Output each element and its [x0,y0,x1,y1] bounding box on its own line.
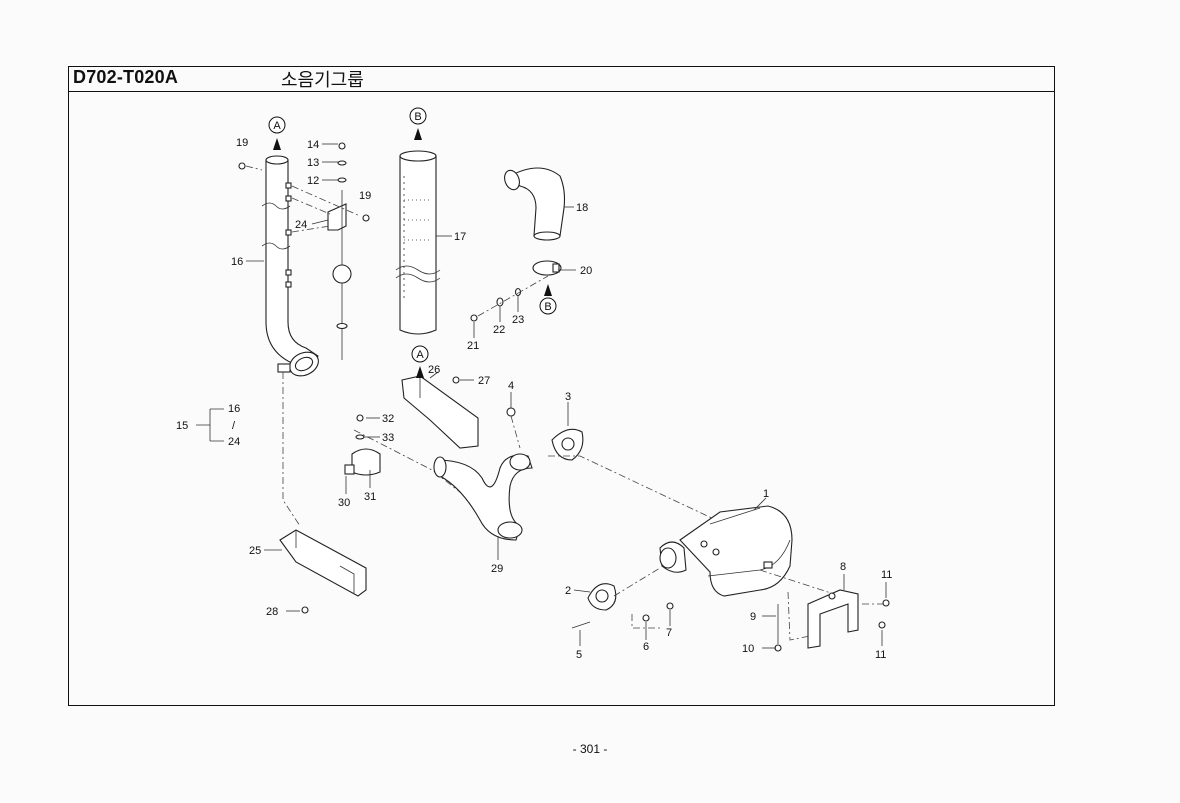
bracket-8 [774,589,890,652]
callout-2: 2 [565,585,571,597]
callout-33: 33 [382,432,394,444]
tail-pipe-16 [261,155,319,377]
callout-29: 29 [491,563,503,575]
callout-24: 24 [228,436,240,448]
marker-a-top: A [268,116,286,134]
tail-pipe-17 [395,150,441,335]
callout-25: 25 [249,545,261,557]
bracket-24 [238,142,370,360]
exhaust-pipe-29 [433,453,533,541]
callout-16: 16 [228,403,240,415]
marker-a-bottom: A [411,345,429,363]
callout-numbers: 19 14 13 12 19 24 16 17 18 20 21 22 23 2… [176,137,892,661]
svg-text:B: B [414,111,421,123]
elbow-pipe-18 [504,167,566,241]
callout-30: 30 [338,497,350,509]
callout-12: 12 [307,175,319,187]
heat-shield-26 [401,375,479,449]
svg-text:B: B [544,301,551,313]
callout-14: 14 [307,139,319,151]
callout-15: 15 [176,420,188,432]
page-number: - 301 - [572,742,608,756]
muffler-1 [659,505,793,597]
bolt-set-21-23 [470,287,522,322]
group-title: 소음기그룹 [281,70,364,91]
callout-16: 16 [231,256,243,268]
callout-24: 24 [295,219,307,231]
gasket-2 [571,583,674,629]
svg-text:A: A [416,349,424,361]
callout-set-separator: / [232,420,236,432]
callout-31: 31 [364,491,376,503]
callout-9: 9 [750,611,756,623]
leader-lines [196,143,887,649]
group-code: D702-T020A [73,67,179,87]
clamp-20 [532,260,562,276]
callout-26: 26 [428,364,440,376]
marker-b-top: B [409,107,427,125]
clamp-31 [344,414,381,476]
callout-20: 20 [580,265,592,277]
callout-17: 17 [454,231,466,243]
callout-28: 28 [266,606,278,618]
callout-7: 7 [666,627,672,639]
callout-27: 27 [478,375,490,387]
svg-text:A: A [273,120,281,132]
title-bar: D702-T020A 소음기그룹 [69,67,1054,92]
callout-19: 19 [359,190,371,202]
callout-3: 3 [565,391,571,403]
callout-32: 32 [382,413,394,425]
heat-shield-25 [279,529,367,614]
callout-18: 18 [576,202,588,214]
callout-21: 21 [467,340,479,352]
callout-19: 19 [236,137,248,149]
callout-6: 6 [643,641,649,653]
callout-13: 13 [307,157,319,169]
diagram-frame: D702-T020A 소음기그룹 [68,66,1055,706]
callout-8: 8 [840,561,846,573]
callout-22: 22 [493,324,505,336]
callout-11: 11 [875,649,886,661]
callout-23: 23 [512,314,524,326]
callout-1: 1 [763,488,769,500]
marker-b-bottom: B [539,297,557,315]
flow-arrows [273,128,552,378]
gasket-3 [506,407,584,461]
callout-11: 11 [881,569,892,581]
callout-4: 4 [508,380,514,392]
callout-5: 5 [576,649,582,661]
callout-10: 10 [742,643,754,655]
